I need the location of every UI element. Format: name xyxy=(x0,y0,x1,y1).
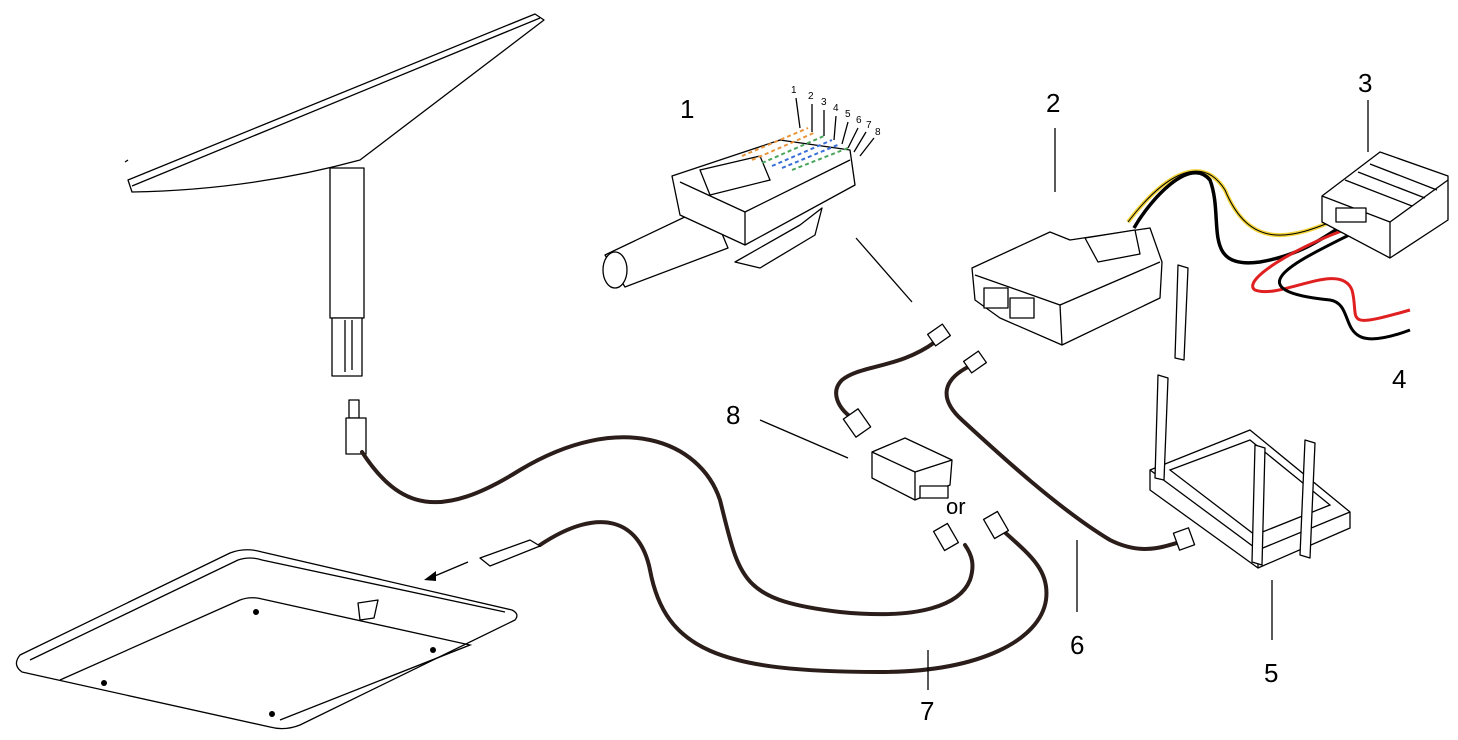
rj45-wire-colors xyxy=(741,127,849,171)
callout-5: 5 xyxy=(1264,658,1279,688)
rj45-pin-label: 1 xyxy=(791,85,797,96)
rj45-pin-label: 7 xyxy=(866,120,872,131)
router-base xyxy=(15,549,518,730)
rj45-pin-label: 2 xyxy=(808,91,814,102)
rj45-pin-label: 5 xyxy=(845,109,851,120)
power-wires xyxy=(1126,169,1411,341)
callout-3: 3 xyxy=(1358,68,1373,98)
ethernet-adapter xyxy=(871,437,953,501)
dc-converter xyxy=(1321,151,1449,259)
callout-1: 1 xyxy=(680,94,695,124)
leader-lines xyxy=(759,100,1369,690)
callout-4: 4 xyxy=(1392,364,1407,394)
callout-7: 7 xyxy=(920,696,935,726)
rj45-pin-label: 8 xyxy=(875,127,881,138)
callout-6: 6 xyxy=(1070,630,1085,660)
cables xyxy=(360,340,1182,675)
satellite-dish xyxy=(124,13,545,377)
callout-2: 2 xyxy=(1046,88,1061,118)
rj45-pin-label: 4 xyxy=(833,103,839,114)
wifi-router xyxy=(1149,264,1351,569)
power-injector xyxy=(971,227,1163,346)
insert-arrow xyxy=(424,561,469,581)
dish-cable-connector xyxy=(345,399,367,455)
callout-8: 8 xyxy=(726,400,741,430)
or-label: or xyxy=(946,494,966,519)
rj45-plug xyxy=(602,97,875,289)
cable-connectors xyxy=(479,323,1196,567)
rj45-pin-label: 3 xyxy=(821,97,827,108)
rj45-pin-label: 6 xyxy=(856,115,862,126)
